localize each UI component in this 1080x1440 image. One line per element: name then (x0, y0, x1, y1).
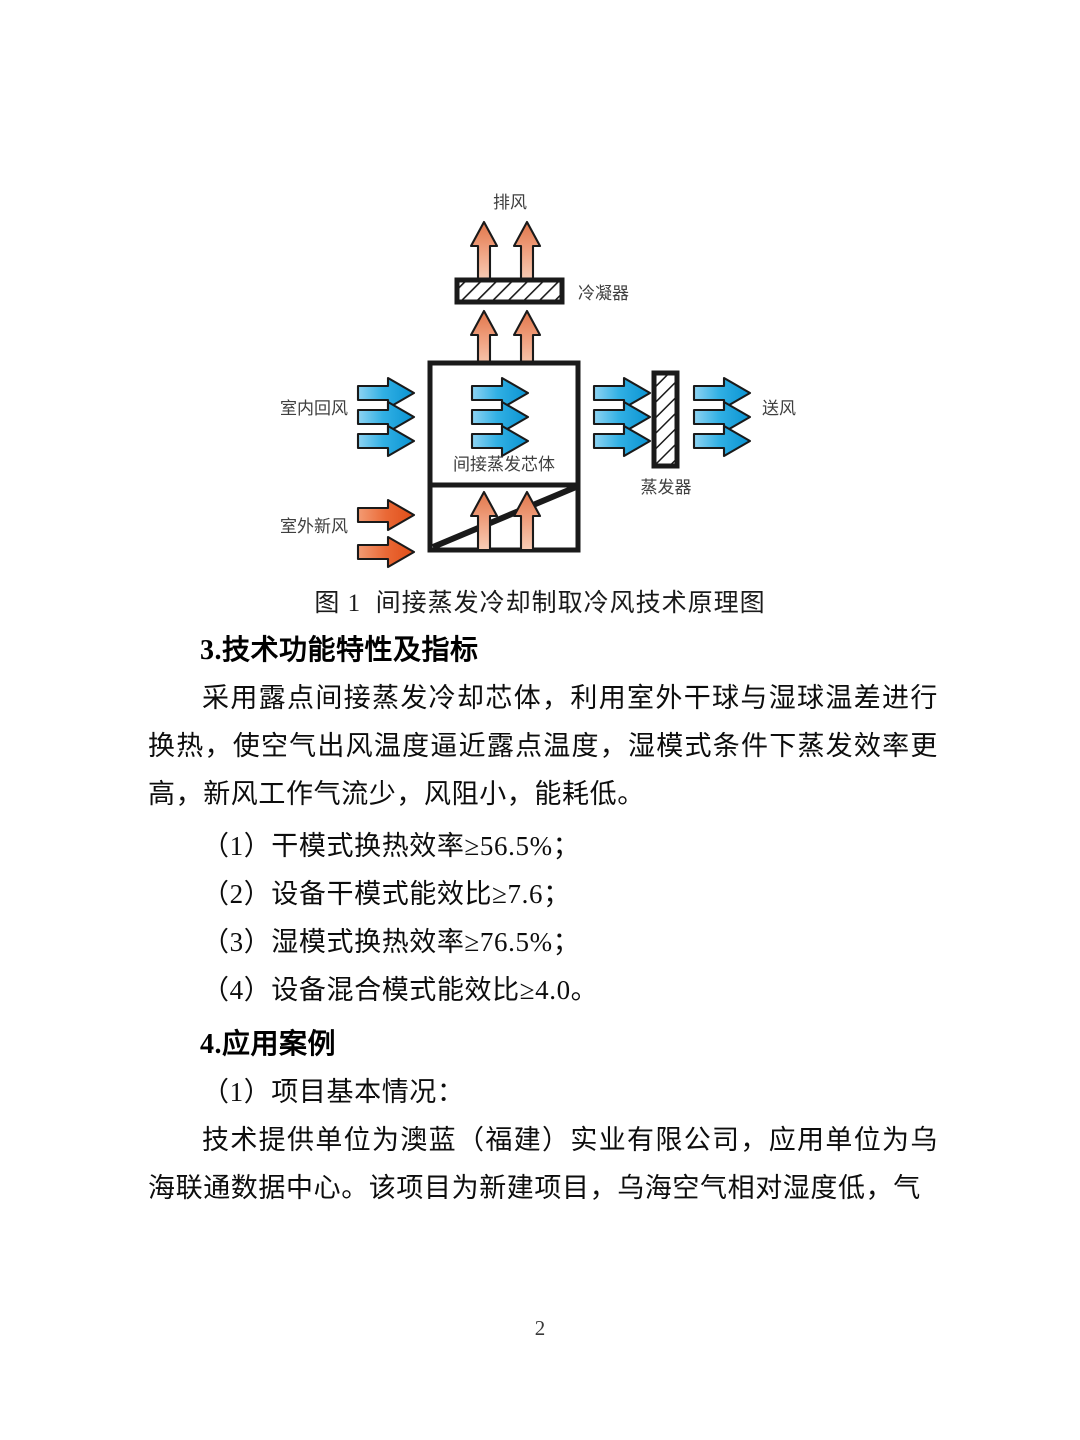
core-internal-arrows (470, 376, 530, 458)
label-condenser: 冷凝器 (578, 284, 629, 303)
figure-svg: 排风 冷凝器 (280, 193, 796, 569)
section-4-paragraph: 技术提供单位为澳蓝（福建）实业有限公司，应用单位为乌海联通数据中心。该项目为新建… (148, 1125, 938, 1203)
label-exhaust-air: 排风 (493, 193, 527, 212)
supply-air-arrows (692, 376, 752, 458)
page-number: 2 (534, 1316, 546, 1340)
figure-caption-number: 图 1 (314, 590, 362, 617)
section-heading-4: 4.应用案例 (200, 1029, 337, 1060)
label-evaporator: 蒸发器 (641, 478, 692, 497)
figure-caption-text: 间接蒸发冷却制取冷风技术原理图 (375, 590, 766, 617)
section-heading-3: 3.技术功能特性及指标 (200, 635, 479, 666)
label-supply-air: 送风 (762, 399, 796, 418)
core-to-condenser-arrows (469, 309, 542, 371)
spec-item-4: （4）设备混合模式能效比≥4.0。 (202, 975, 599, 1005)
exhaust-arrows (469, 220, 542, 282)
core-to-evaporator-arrows (592, 376, 652, 458)
figure-caption: 图 1 间接蒸发冷却制取冷风技术原理图 (0, 583, 1080, 619)
condenser-unit (454, 277, 565, 305)
outdoor-fresh-arrows (356, 498, 416, 569)
spec-item-3: （3）湿模式换热效率≥76.5%； (202, 927, 581, 957)
document-body: 3.技术功能特性及指标 采用露点间接蒸发冷却芯体，利用室外干球与湿球温差进行换热… (148, 628, 938, 1212)
section-3-paragraph: 采用露点间接蒸发冷却芯体，利用室外干球与湿球温差进行换热，使空气出风温度逼近露点… (148, 683, 938, 809)
spec-item-1: （1）干模式换热效率≥56.5%； (202, 831, 581, 861)
label-outdoor-fresh-air: 室外新风 (280, 517, 348, 536)
label-indirect-evaporative-core: 间接蒸发芯体 (453, 455, 555, 474)
label-indoor-return-air: 室内回风 (280, 399, 348, 418)
spec-item-2: （2）设备干模式能效比≥7.6； (202, 879, 571, 909)
figure-diagram: 排风 冷凝器 (0, 170, 1080, 590)
case-sub-item-1: （1）项目基本情况： (202, 1077, 465, 1107)
indoor-return-arrows (356, 376, 416, 458)
evaporator-unit (651, 370, 680, 469)
